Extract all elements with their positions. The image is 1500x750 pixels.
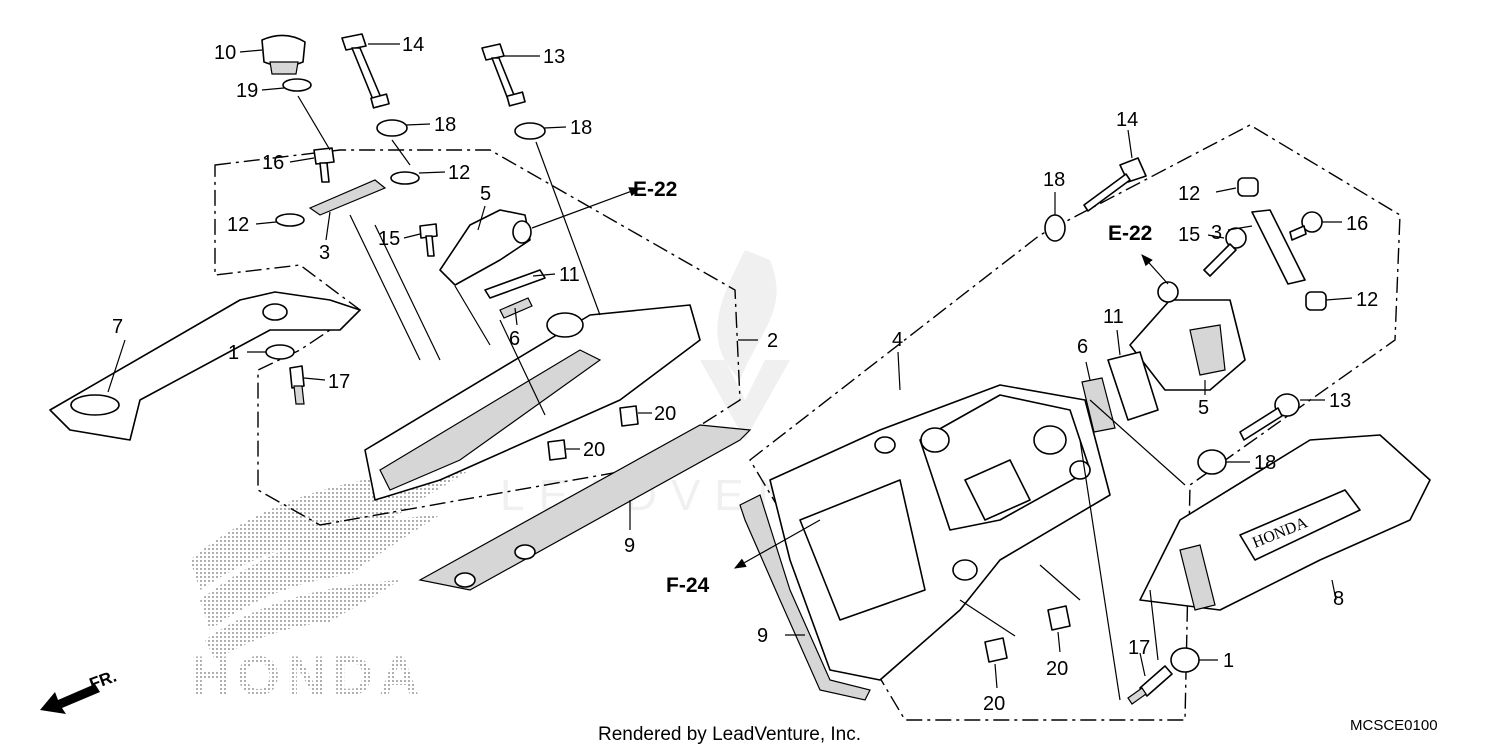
o-ring-part (282, 78, 312, 92)
callout-r16: 16 (1346, 213, 1368, 235)
callout-l16: 16 (262, 152, 284, 174)
diagram-code: MCSCE0100 (1350, 717, 1438, 734)
plate-3-right-part (1251, 209, 1306, 285)
left-assembly-boundary (214, 149, 741, 526)
callout-l10: 10 (214, 42, 236, 64)
gasket-11-right-part (1107, 351, 1159, 421)
bolt-15-left-part (419, 223, 438, 257)
callout-r14: 14 (1116, 109, 1138, 131)
callout-l9: 9 (624, 535, 635, 557)
right-assembly-boundary (749, 124, 1401, 721)
washer-12-left-b-part (275, 213, 305, 227)
head-cover-2-left-part (364, 304, 701, 501)
callout-l20b: 20 (583, 439, 605, 461)
callout-l20a: 20 (654, 403, 676, 425)
plate-3-left-part (308, 179, 387, 216)
bolt-13-left-part (481, 43, 526, 107)
dowel-20-right-b-part (984, 637, 1008, 663)
dowel-20-right-a-part (1047, 605, 1071, 631)
grommet-18-left-a-part (376, 119, 408, 137)
bolt-16-left-part (313, 147, 335, 183)
callout-l5: 5 (480, 183, 491, 205)
callout-r3: 3 (1211, 222, 1222, 244)
reference-f24[interactable]: F-24 (666, 574, 710, 597)
grommet-18-left-b-part (514, 122, 546, 140)
breather-5-right-part (1129, 281, 1246, 391)
callout-l13: 13 (543, 46, 565, 68)
oil-filler-cap-part (261, 34, 306, 75)
dowel-20-left-b-part (547, 439, 567, 461)
leader-lines-right (733, 129, 1353, 701)
callout-r12a: 12 (1178, 183, 1200, 205)
callout-l6: 6 (509, 328, 520, 350)
honda-wing-watermark (190, 470, 470, 660)
callouts-left: 10 14 13 19 18 18 16 12 12 5 3 15 11 7 6… (112, 34, 778, 557)
callout-l2: 2 (767, 330, 778, 352)
callout-l12a: 12 (448, 162, 470, 184)
callout-l3: 3 (319, 242, 330, 264)
honda-brand-watermark: HONDA (190, 644, 425, 707)
callout-l15: 15 (378, 228, 400, 250)
reference-e22-left[interactable]: E-22 (633, 178, 677, 201)
bolt-17-right-part (1127, 665, 1173, 705)
callout-l18a: 18 (434, 114, 456, 136)
washer-12-left-a-part (390, 171, 420, 185)
gasket-9-left-part (418, 424, 752, 591)
callout-r4: 4 (892, 329, 903, 351)
washer-12-right-a-part (1237, 177, 1259, 197)
callout-r12b: 12 (1356, 289, 1378, 311)
callout-l18b: 18 (570, 117, 592, 139)
callouts-right: 14 18 12 3 16 15 12 4 11 6 5 13 18 8 9 1… (666, 109, 1378, 715)
separator-6-right-part (1081, 377, 1116, 433)
bolt-15-right-part (1203, 227, 1247, 277)
callout-r8: 8 (1333, 588, 1344, 610)
callout-r9: 9 (757, 625, 768, 647)
callout-r6: 6 (1077, 336, 1088, 358)
cover-7-left-part (49, 291, 361, 441)
callout-r5: 5 (1198, 397, 1209, 419)
callout-r17: 17 (1128, 637, 1150, 659)
callout-l17: 17 (328, 371, 350, 393)
footer-credit: Rendered by LeadVenture, Inc. (598, 724, 861, 745)
washer-12-right-b-part (1305, 291, 1327, 311)
callout-l11: 11 (559, 264, 580, 286)
callout-l1: 1 (228, 342, 239, 364)
reference-e22-right[interactable]: E-22 (1108, 222, 1152, 245)
bolt-14-left-part (341, 33, 390, 109)
callout-r1: 1 (1223, 650, 1234, 672)
grommet-18-right-b-part (1197, 449, 1227, 475)
callout-l14: 14 (402, 34, 424, 56)
head-cover-4-right-part (769, 384, 1111, 681)
bolt-14-right-part (1083, 157, 1147, 212)
separator-6-left-part (499, 297, 533, 319)
callout-r20b: 20 (983, 693, 1005, 715)
grommet-1-right-part (1170, 647, 1200, 673)
bolt-13-right-part (1239, 393, 1300, 441)
callout-r15: 15 (1178, 224, 1200, 246)
callout-l7: 7 (112, 316, 123, 338)
gasket-11-left-part (484, 269, 546, 299)
callout-r11: 11 (1103, 306, 1124, 328)
dowel-20-left-a-part (619, 405, 639, 427)
bolt-17-left-part (289, 365, 305, 405)
cover-8-right-part: HONDA (1139, 434, 1431, 611)
front-direction-arrow: FR. (40, 667, 119, 714)
callout-r18b: 18 (1254, 452, 1276, 474)
callout-l12b: 12 (227, 214, 249, 236)
breather-5-left-part (439, 209, 532, 286)
callout-r20a: 20 (1046, 658, 1068, 680)
bolt-16-right-part (1289, 211, 1323, 241)
grommet-1-left-part (265, 344, 295, 360)
callout-r18a: 18 (1043, 169, 1065, 191)
front-direction-label: FR. (87, 667, 119, 694)
callout-r13: 13 (1329, 390, 1351, 412)
grommet-18-right-a-part (1044, 214, 1066, 242)
leader-lines-left (107, 43, 758, 530)
callout-l19: 19 (236, 80, 258, 102)
